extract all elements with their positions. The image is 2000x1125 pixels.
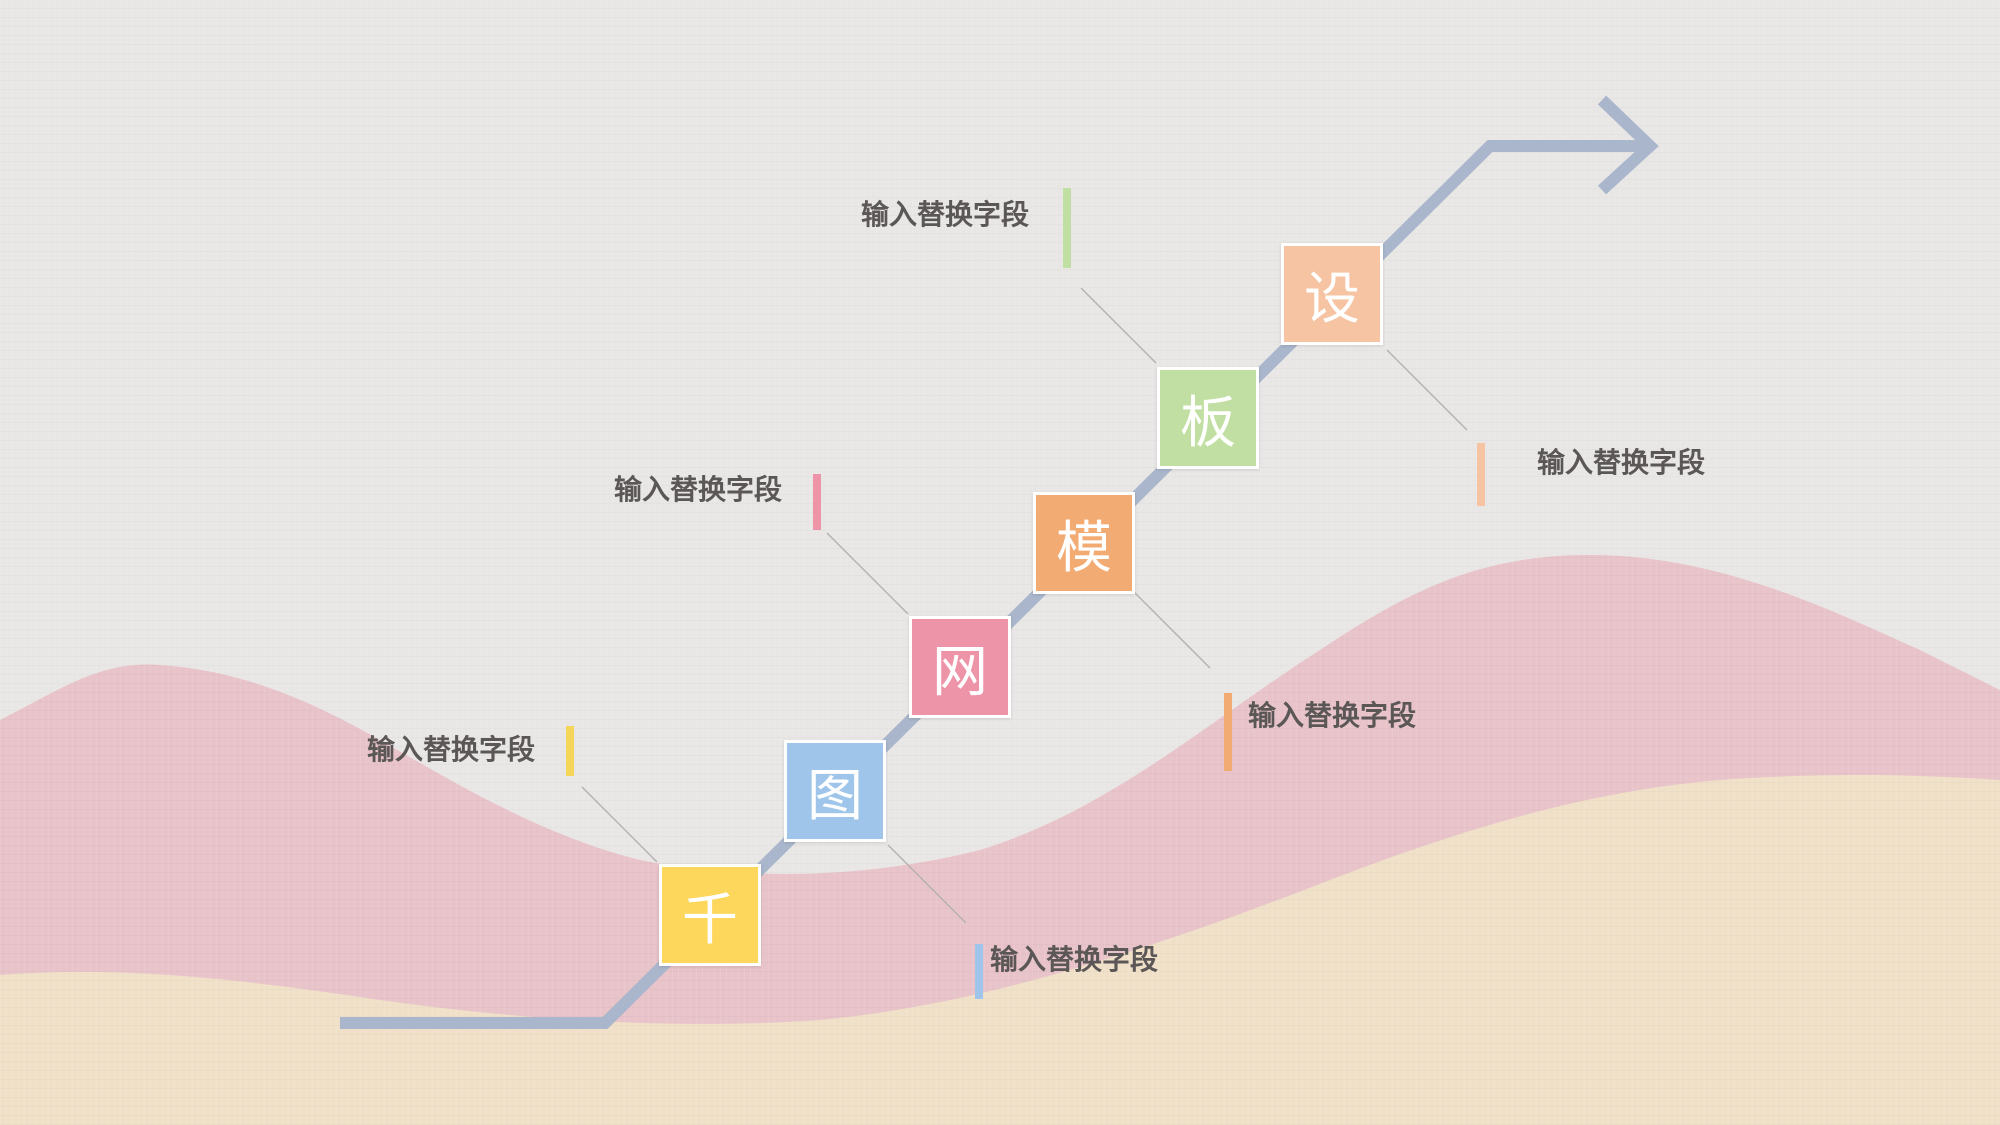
label-color-tick — [975, 944, 983, 999]
label-color-tick — [566, 726, 574, 776]
step-label-1: 输入替换字段 — [367, 733, 536, 766]
step-box-mo: 模 — [1033, 492, 1135, 594]
arrow-line — [340, 140, 1650, 1029]
connector-line — [1133, 591, 1211, 669]
step-box-wang: 网 — [909, 616, 1011, 718]
label-color-tick — [1477, 443, 1485, 506]
label-color-tick — [1063, 188, 1071, 268]
step-char: 千 — [682, 887, 738, 953]
connector-line — [1386, 349, 1468, 431]
step-label-4: 输入替换字段 — [1248, 699, 1417, 732]
connector-line — [887, 844, 967, 924]
sand-hill — [0, 775, 2000, 1125]
step-box-tu: 图 — [784, 740, 886, 842]
connector-line — [826, 532, 909, 615]
label-color-tick — [1224, 693, 1232, 771]
arrowhead-icon — [1597, 95, 1659, 195]
connector-line — [1080, 287, 1157, 364]
step-char: 图 — [807, 763, 863, 829]
step-char: 板 — [1180, 390, 1236, 456]
step-char: 设 — [1304, 266, 1360, 332]
label-color-tick — [813, 474, 821, 530]
step-label-6: 输入替换字段 — [1537, 446, 1706, 479]
step-char: 网 — [932, 639, 988, 705]
step-label-5: 输入替换字段 — [861, 198, 1030, 231]
step-box-ban: 板 — [1157, 367, 1259, 469]
step-box-qian: 千 — [659, 864, 761, 966]
step-label-2: 输入替换字段 — [990, 943, 1159, 976]
step-label-3: 输入替换字段 — [614, 473, 783, 506]
step-box-she: 设 — [1281, 243, 1383, 345]
connector-line — [581, 786, 658, 863]
step-char: 模 — [1056, 515, 1112, 581]
